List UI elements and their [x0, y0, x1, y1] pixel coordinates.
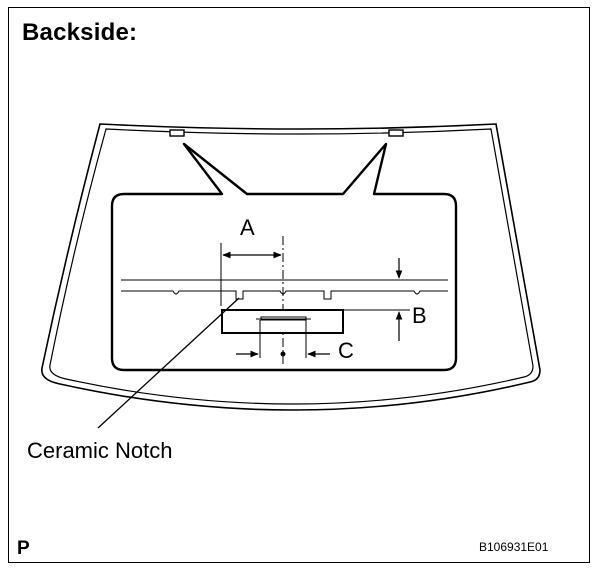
dim-a-label: A — [240, 215, 255, 240]
figure-id: B106931E01 — [479, 540, 549, 554]
dim-c-center-dot — [280, 351, 286, 357]
corner-mark: P — [17, 538, 30, 559]
figure-frame — [8, 7, 590, 563]
detail-callout-box — [110, 142, 458, 372]
ceramic-notch-leader — [97, 297, 240, 429]
bracket-right — [388, 129, 404, 137]
bracket-left — [169, 129, 185, 137]
dim-b-label: B — [412, 303, 427, 328]
windshield-inner-edge — [49, 128, 534, 405]
figure-title: Backside: — [22, 19, 138, 46]
windshield-outer-edge — [41, 123, 541, 411]
dim-c-label: C — [338, 338, 354, 363]
ceramic-notch-label: Ceramic Notch — [27, 438, 172, 463]
mirror-base-pad — [221, 309, 344, 334]
